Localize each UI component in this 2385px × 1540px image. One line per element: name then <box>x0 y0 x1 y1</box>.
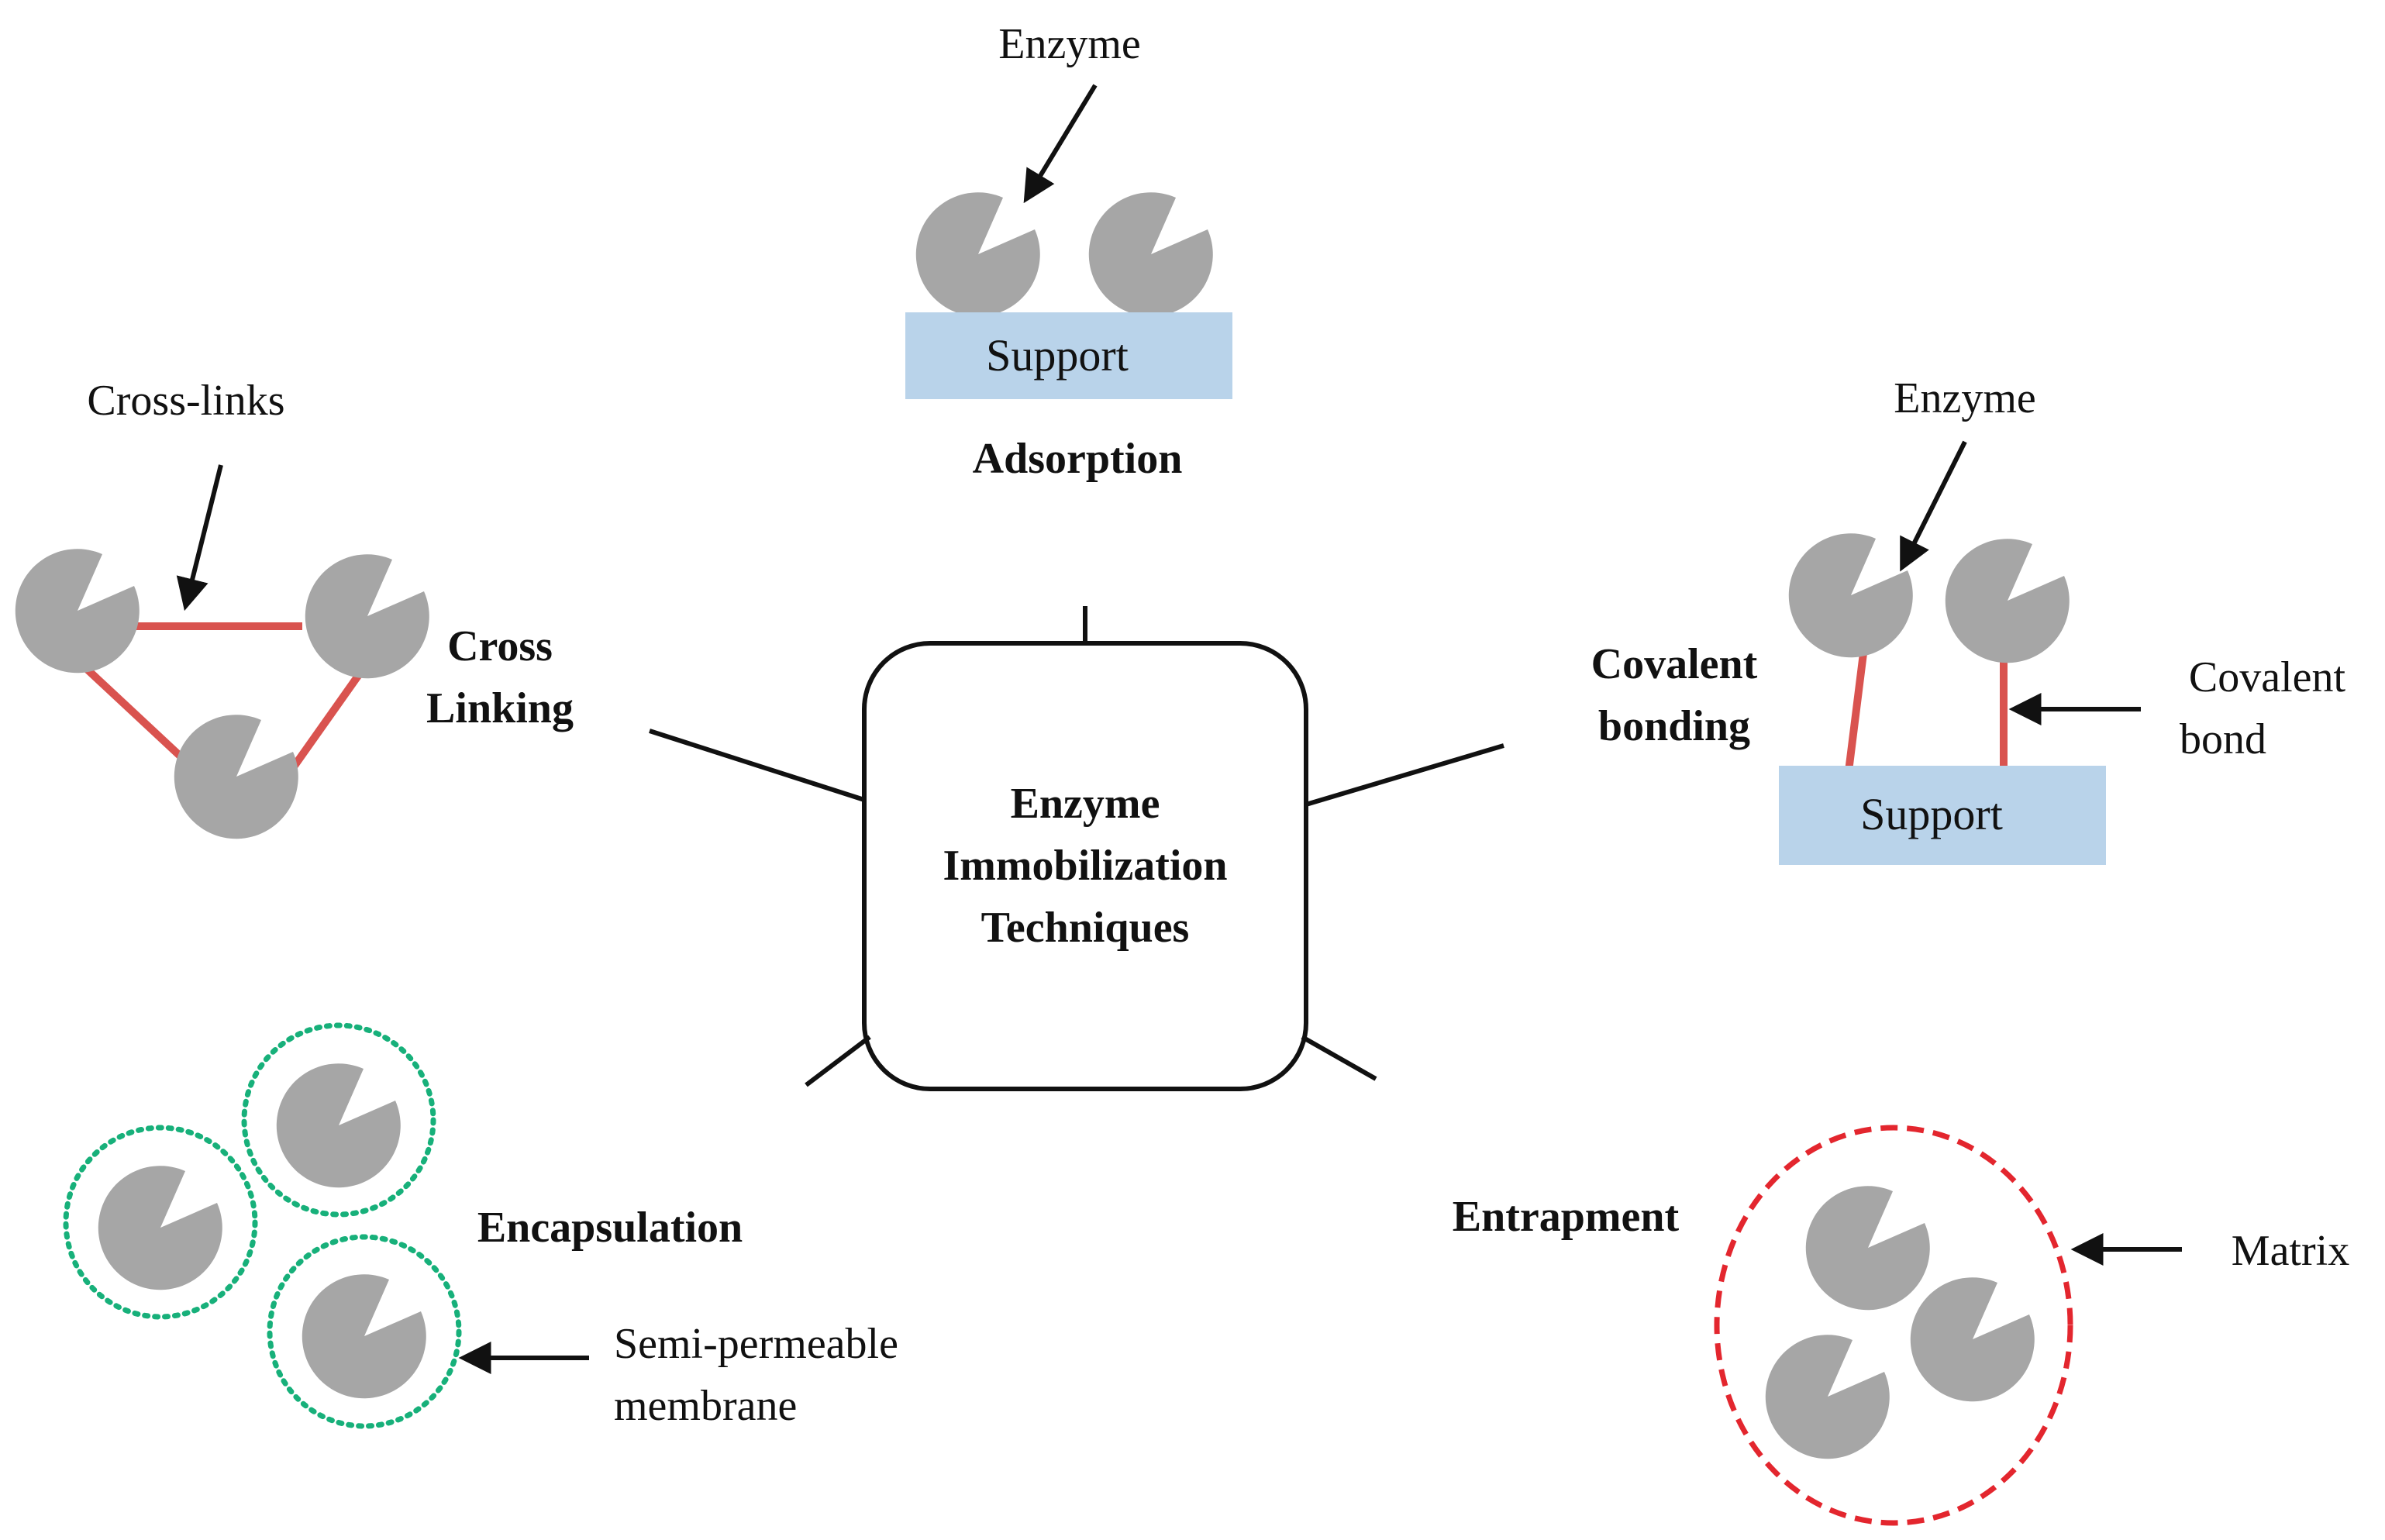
membrane-2 <box>63 1125 258 1320</box>
membranes <box>63 1022 462 1429</box>
covalent-bond-1 <box>1845 646 1868 772</box>
adsorption-enzyme-1-icon <box>915 192 1040 317</box>
covalent-bonds <box>1845 646 2008 772</box>
membrane-label-line2: membrane <box>614 1382 797 1430</box>
encapsulated-enzyme-1-icon <box>276 1063 401 1188</box>
entrapment-title: Entrapment <box>1453 1193 1680 1241</box>
center-node: Enzyme Immobilization Techniques <box>862 641 1308 1091</box>
spoke-bottom-right <box>1301 1035 1377 1081</box>
entrapped-enzyme-1-icon <box>1805 1186 1930 1311</box>
spoke-right <box>1305 743 1504 807</box>
entrapment-section: Entrapment Matrix <box>1453 1125 2349 1526</box>
encapsulation-title: Encapsulation <box>477 1204 743 1252</box>
adsorption-support-block <box>905 312 1232 399</box>
cross-linking-title-line2: Linking <box>426 684 574 732</box>
crosslink-enzyme-2-icon <box>305 554 429 679</box>
covalent-support-block <box>1779 766 2106 865</box>
covalent-title-line1: Covalent <box>1591 640 1758 688</box>
center-title-line1: Enzyme <box>1011 780 1160 828</box>
crosslinks-label: Cross-links <box>87 377 284 425</box>
encapsulated-enzyme-2-icon <box>98 1166 222 1290</box>
adsorption-enzyme-label: Enzyme <box>998 20 1140 68</box>
entrapped-enzyme-3-icon <box>1765 1335 1890 1459</box>
encapsulated-enzyme-3-icon <box>302 1274 426 1399</box>
spoke-bottom-left <box>805 1035 871 1087</box>
covalent-enzyme-label: Enzyme <box>1894 374 2035 422</box>
covalent-title-line2: bonding <box>1598 702 1750 750</box>
covalent-support-label: Support <box>1860 789 2003 839</box>
covalent-enzyme-1-icon <box>1788 533 1913 658</box>
crosslink-bonds <box>74 622 371 773</box>
crosslink-bond-left <box>74 657 195 770</box>
spokes <box>649 606 1504 1087</box>
crosslink-bond-right <box>287 660 371 773</box>
membrane-label-line1: Semi-permeable <box>614 1320 898 1368</box>
cross-linking-title-line1: Cross <box>447 622 553 670</box>
covalent-section: Enzyme Support Covalent bonding Covalent… <box>1591 374 2346 865</box>
matrix-boundary <box>1714 1125 2073 1526</box>
adsorption-support-label: Support <box>986 330 1129 381</box>
adsorption-enzyme-2-icon <box>1088 192 1213 317</box>
encapsulation-section: Encapsulation Semi-permeable membrane <box>63 1022 898 1430</box>
covalent-enzyme-2-icon <box>1945 539 2070 663</box>
crosslink-enzyme-1-icon <box>15 549 140 674</box>
center-title-line2: Immobilization <box>943 842 1227 890</box>
membrane-3 <box>267 1234 462 1429</box>
covalent-enzyme-arrow <box>1900 440 1967 572</box>
covalent-bond-label-line1: Covalent <box>2189 653 2346 701</box>
crosslink-enzyme-3-icon <box>174 715 298 839</box>
adsorption-enzyme-arrow <box>1023 84 1098 204</box>
membrane-1 <box>241 1022 436 1218</box>
center-title-line3: Techniques <box>981 904 1190 952</box>
adsorption-section: Enzyme Support Adsorption <box>905 20 1232 483</box>
spoke-left <box>649 729 865 802</box>
cross-linking-section: Cross-links Cross Linking <box>15 377 574 839</box>
adsorption-title: Adsorption <box>973 435 1183 483</box>
entrapped-enzyme-2-icon <box>1910 1277 2035 1402</box>
matrix-label: Matrix <box>2232 1227 2349 1275</box>
crosslinks-arrow <box>176 464 223 612</box>
covalent-bond-label-line2: bond <box>2180 715 2266 763</box>
